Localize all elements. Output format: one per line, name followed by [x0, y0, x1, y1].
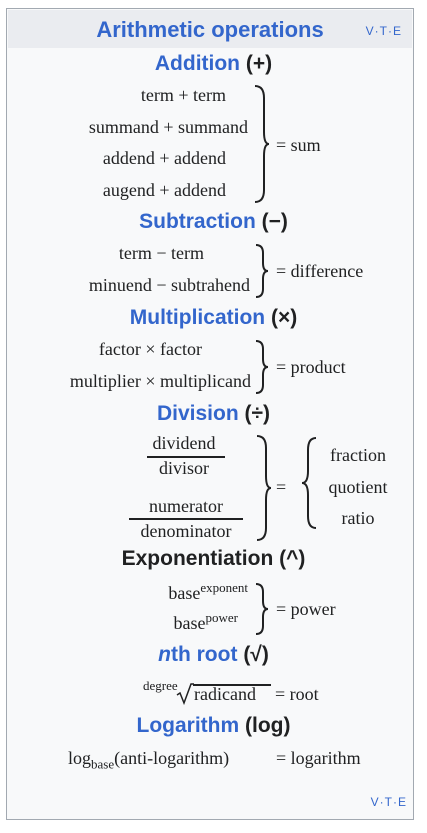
- division-result: quotient: [328, 477, 388, 497]
- addition-expression: term + term: [140, 85, 226, 105]
- exponent-expression: baseexponent: [20, 580, 248, 604]
- logarithm-link[interactable]: Logarithm: [136, 714, 240, 737]
- subtraction-result: = difference: [276, 261, 364, 281]
- logarithm-symbol: (log): [245, 714, 291, 737]
- radicand: radicand: [194, 684, 256, 704]
- division-heading: Division (÷): [0, 402, 427, 426]
- edit-link[interactable]: E: [392, 24, 402, 38]
- subtraction-expression: term − term: [118, 243, 204, 263]
- edit-link[interactable]: E: [397, 795, 407, 809]
- logarithm-expression: logbase(anti-logarithm): [68, 748, 229, 773]
- view-link[interactable]: V: [370, 795, 380, 809]
- division-result: fraction: [330, 445, 386, 465]
- left-brace-icon: [301, 437, 317, 529]
- right-brace-icon: [255, 583, 269, 635]
- log-operator: log: [68, 748, 92, 768]
- exponent-superscript: exponent: [200, 580, 248, 595]
- subtraction-expression: minuend − subtrahend: [88, 275, 250, 295]
- exponentiation-name: Exponentiation: [121, 547, 274, 570]
- base-text: base: [173, 613, 206, 633]
- division-link[interactable]: Division: [156, 402, 239, 425]
- division-equals: =: [276, 477, 287, 497]
- division-symbol: (÷): [244, 402, 271, 425]
- radical-vinculum: [193, 684, 271, 686]
- log-argument: (anti-logarithm): [114, 748, 230, 768]
- numerator-numerator: numerator: [149, 496, 223, 516]
- log-base-subscript: base: [91, 756, 115, 772]
- vte-links-bottom: V·T·E: [370, 795, 407, 809]
- multiplication-heading: Multiplication (×): [0, 306, 427, 330]
- multiplication-link[interactable]: Multiplication: [129, 306, 266, 329]
- dividend-numerator: dividend: [152, 433, 216, 453]
- divisor-denominator: divisor: [158, 458, 209, 478]
- multiplication-expression: multiplier × multiplicand: [69, 371, 251, 391]
- nth-root-symbol: (√): [243, 643, 269, 666]
- multiplication-result: = product: [276, 357, 346, 377]
- addition-result: = sum: [276, 135, 321, 155]
- subtraction-heading: Subtraction (−): [0, 210, 427, 234]
- exponent-expression: basepower: [20, 610, 238, 634]
- root-result: = root: [275, 684, 319, 704]
- subtraction-symbol: (−): [261, 210, 288, 233]
- addition-expression: augend + addend: [102, 180, 226, 200]
- division-result: ratio: [341, 508, 375, 528]
- addition-expression: summand + summand: [88, 117, 248, 137]
- addition-expression: addend + addend: [102, 148, 226, 168]
- talk-link[interactable]: T: [384, 795, 393, 809]
- navbox-title-bar: Arithmetic operations V·T·E: [8, 10, 412, 48]
- exponentiation-heading: Exponentiation (^): [0, 547, 427, 571]
- exponentiation-symbol: (^): [279, 547, 306, 570]
- nth-root-italic-n: n: [158, 643, 171, 666]
- right-brace-icon: [255, 340, 269, 394]
- talk-link[interactable]: T: [379, 24, 388, 38]
- base-text: base: [168, 583, 201, 603]
- subtraction-link[interactable]: Subtraction: [139, 210, 256, 233]
- right-brace-icon: [255, 244, 269, 298]
- right-brace-icon: [256, 435, 272, 541]
- nth-root-link[interactable]: nth root: [158, 643, 237, 666]
- nth-root-heading: nth root (√): [0, 643, 427, 667]
- fraction-bar: [129, 518, 243, 520]
- radical-sign-icon: [176, 683, 194, 705]
- denominator-denominator: denominator: [140, 521, 232, 541]
- addition-link[interactable]: Addition: [154, 52, 241, 75]
- addition-symbol: (+): [245, 52, 273, 75]
- fraction-bar: [147, 456, 225, 458]
- root-degree: degree: [143, 678, 178, 693]
- exponent-superscript: power: [205, 610, 239, 625]
- view-link[interactable]: V: [365, 24, 375, 38]
- logarithm-result: = logarithm: [276, 748, 361, 768]
- vte-links-top: V·T·E: [365, 24, 402, 38]
- exponentiation-result: = power: [276, 599, 336, 619]
- right-brace-icon: [254, 85, 270, 203]
- nth-root-name: th root: [170, 643, 238, 666]
- addition-heading: Addition (+): [0, 52, 427, 76]
- logarithm-heading: Logarithm (log): [0, 714, 427, 738]
- multiplication-symbol: (×): [270, 306, 298, 329]
- multiplication-expression: factor × factor: [98, 339, 202, 359]
- navbox-title[interactable]: Arithmetic operations: [96, 17, 324, 42]
